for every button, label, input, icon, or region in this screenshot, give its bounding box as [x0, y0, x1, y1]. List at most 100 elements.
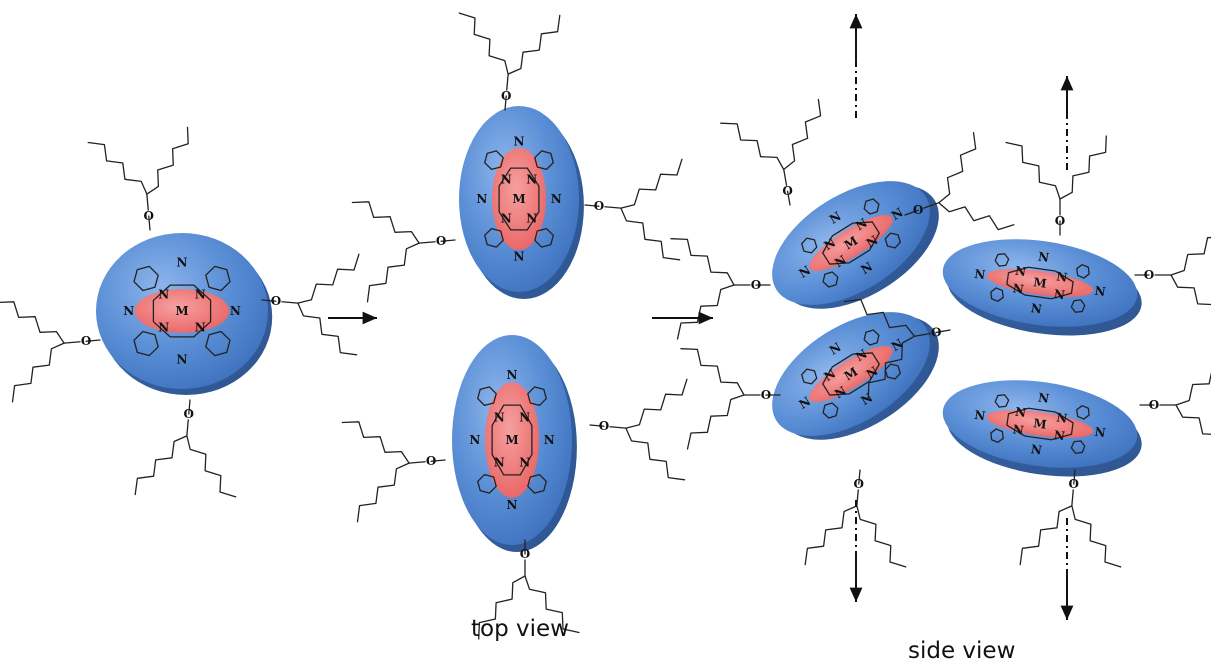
oxygen-atom: O	[184, 407, 194, 421]
pyrrole-nitrogen: N	[526, 172, 537, 186]
alkyl-chain	[507, 14, 561, 75]
oxygen-atom: O	[436, 234, 446, 248]
benzo-ring	[822, 402, 839, 419]
ether-bond	[504, 95, 507, 111]
pyrrole-nitrogen: N	[1014, 264, 1027, 279]
alkoxy-left: O	[0, 301, 101, 403]
ether-bond	[261, 299, 277, 302]
ether-bond	[506, 73, 509, 91]
aza-nitrogen: N	[1094, 284, 1107, 299]
ether-bond	[923, 202, 940, 209]
ether-bond	[430, 459, 446, 462]
aza-nitrogen: N	[1037, 391, 1050, 406]
aza-nitrogen: N	[973, 408, 986, 423]
ether-bond	[783, 168, 788, 186]
alkyl-chain	[297, 302, 358, 356]
alkyl-chain	[804, 505, 858, 566]
alkyl-chain	[1059, 135, 1107, 200]
aza-nitrogen: N	[177, 256, 188, 270]
inner-ring	[152, 284, 212, 338]
pyrrole-nitrogen: N	[195, 287, 206, 301]
pyrrole-nitrogen: N	[494, 455, 505, 469]
benzo-ring	[1070, 299, 1086, 313]
alkyl-chain	[146, 126, 189, 195]
alkyl-chain	[720, 122, 785, 171]
oxygen-atom: O	[913, 203, 923, 217]
alkyl-chain	[134, 435, 188, 496]
inner-ring	[1006, 407, 1074, 441]
oxygen-atom: O	[271, 294, 281, 308]
benzo-ring	[477, 386, 497, 407]
pyrrole-nitrogen: N	[158, 321, 169, 335]
benzo-ring	[205, 265, 231, 292]
benzo-ring	[801, 368, 818, 385]
pyrrole-nitrogen: N	[519, 455, 530, 469]
top-view-caption: top view	[471, 616, 569, 642]
metal-atom: M	[505, 433, 518, 447]
alkyl-chain	[1170, 274, 1211, 306]
oxygen-atom: O	[1055, 214, 1065, 228]
metal-atom: M	[175, 304, 188, 318]
alkoxy-stack-f: O	[1134, 236, 1211, 306]
alkyl-chain	[1175, 404, 1211, 435]
metal-atom: M	[1032, 416, 1047, 432]
alkyl-chain	[366, 242, 420, 303]
ether-bond	[856, 489, 859, 507]
alkyl-chain	[1019, 505, 1073, 566]
ether-bond	[440, 239, 456, 242]
alkyl-chain	[686, 394, 745, 450]
alkoxy-stack-h: O	[1139, 372, 1211, 435]
alkoxy-top: O	[87, 126, 189, 231]
alkyl-chain	[341, 421, 410, 464]
benzo-ring	[477, 473, 497, 494]
oxygen-atom: O	[1069, 477, 1079, 491]
inner-ring	[498, 167, 540, 231]
aza-nitrogen: N	[507, 368, 518, 382]
ether-bond	[418, 241, 436, 244]
alkyl-chain	[938, 131, 977, 204]
benzo-ring	[484, 150, 504, 171]
alkyl-chain	[0, 301, 65, 344]
metal-core	[485, 382, 539, 498]
benzo-ring	[1070, 440, 1086, 454]
pyrrole-nitrogen: N	[526, 212, 537, 226]
pyrrole-nitrogen: N	[1053, 428, 1066, 443]
aza-nitrogen: N	[551, 192, 562, 206]
metal-core	[134, 289, 230, 333]
benzo-ring	[527, 386, 547, 407]
metal-core	[809, 214, 893, 272]
benzo-ring	[484, 227, 504, 248]
side-view-caption: side view	[908, 638, 1016, 664]
alkyl-chain	[680, 348, 745, 396]
oxygen-atom: O	[520, 547, 530, 561]
benzo-ring	[990, 287, 1004, 302]
alkyl-chain	[620, 207, 681, 261]
pyrrole-nitrogen: N	[519, 411, 530, 425]
aza-nitrogen: N	[1030, 301, 1043, 316]
metal-atom: M	[842, 365, 861, 384]
metal-core	[986, 269, 1094, 297]
oxygen-atom: O	[782, 184, 792, 198]
alkyl-chain	[625, 427, 686, 481]
pyrrole-nitrogen: N	[195, 321, 206, 335]
pyrrole-nitrogen: N	[501, 212, 512, 226]
alkyl-chain	[478, 575, 526, 640]
alkyl-chain	[87, 141, 148, 195]
alkoxy-right: O	[261, 253, 360, 356]
benzo-ring	[863, 329, 880, 346]
alkoxy-dimer-lower-right: O	[589, 378, 688, 481]
ether-bond	[281, 301, 299, 304]
pyrrole-nitrogen: N	[1012, 281, 1025, 296]
ether-bond	[589, 424, 605, 427]
benzo-ring	[205, 330, 231, 357]
aza-nitrogen: N	[514, 250, 525, 264]
oxygen-atom: O	[761, 388, 771, 402]
